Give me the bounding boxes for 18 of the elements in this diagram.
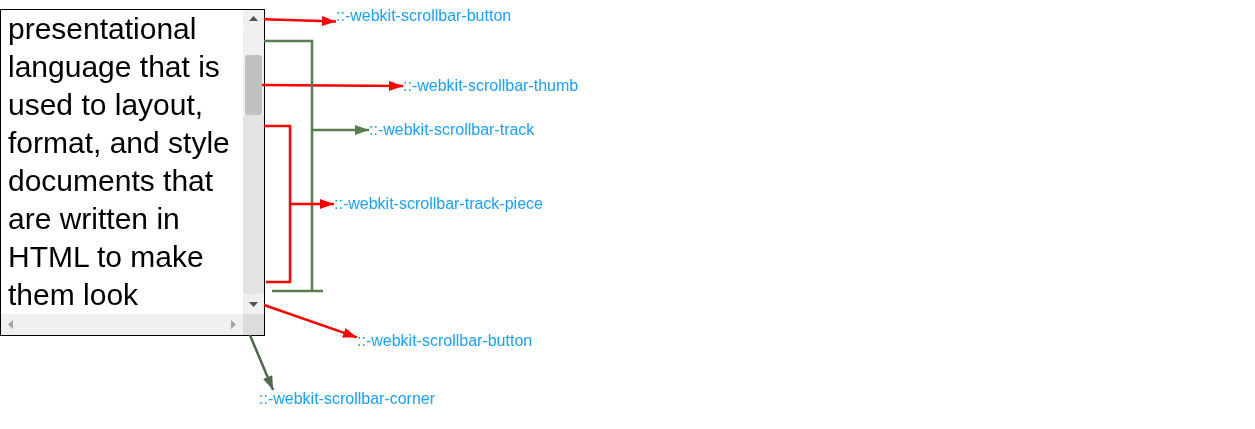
- body-text: presentational language that is used to layout, format, and style documents that are written in HTML to make them look: [7, 11, 231, 313]
- scrollbar-corner: [243, 314, 264, 335]
- scroll-up-button: [243, 10, 264, 27]
- scroll-down-button: [243, 294, 264, 314]
- callout-label: ::-webkit-scrollbar-button: [357, 332, 533, 350]
- callout-label: ::-webkit-scrollbar-thumb: [403, 77, 579, 95]
- arrow: [262, 80, 403, 91]
- scrollbar-thumb: [245, 55, 262, 115]
- callout-label: ::-webkit-scrollbar-track: [369, 121, 535, 139]
- arrow: [263, 303, 358, 339]
- callout-label: ::-webkit-scrollbar-track-piece: [334, 195, 543, 213]
- scroll-box: [0, 9, 265, 336]
- arrow: [263, 16, 337, 26]
- arrow: [248, 334, 275, 391]
- bracket-arrow: [262, 39, 371, 293]
- callout-label: ::-webkit-scrollbar-corner: [259, 390, 436, 408]
- bracket-arrow: [262, 124, 336, 284]
- callout-label: ::-webkit-scrollbar-button: [336, 7, 512, 25]
